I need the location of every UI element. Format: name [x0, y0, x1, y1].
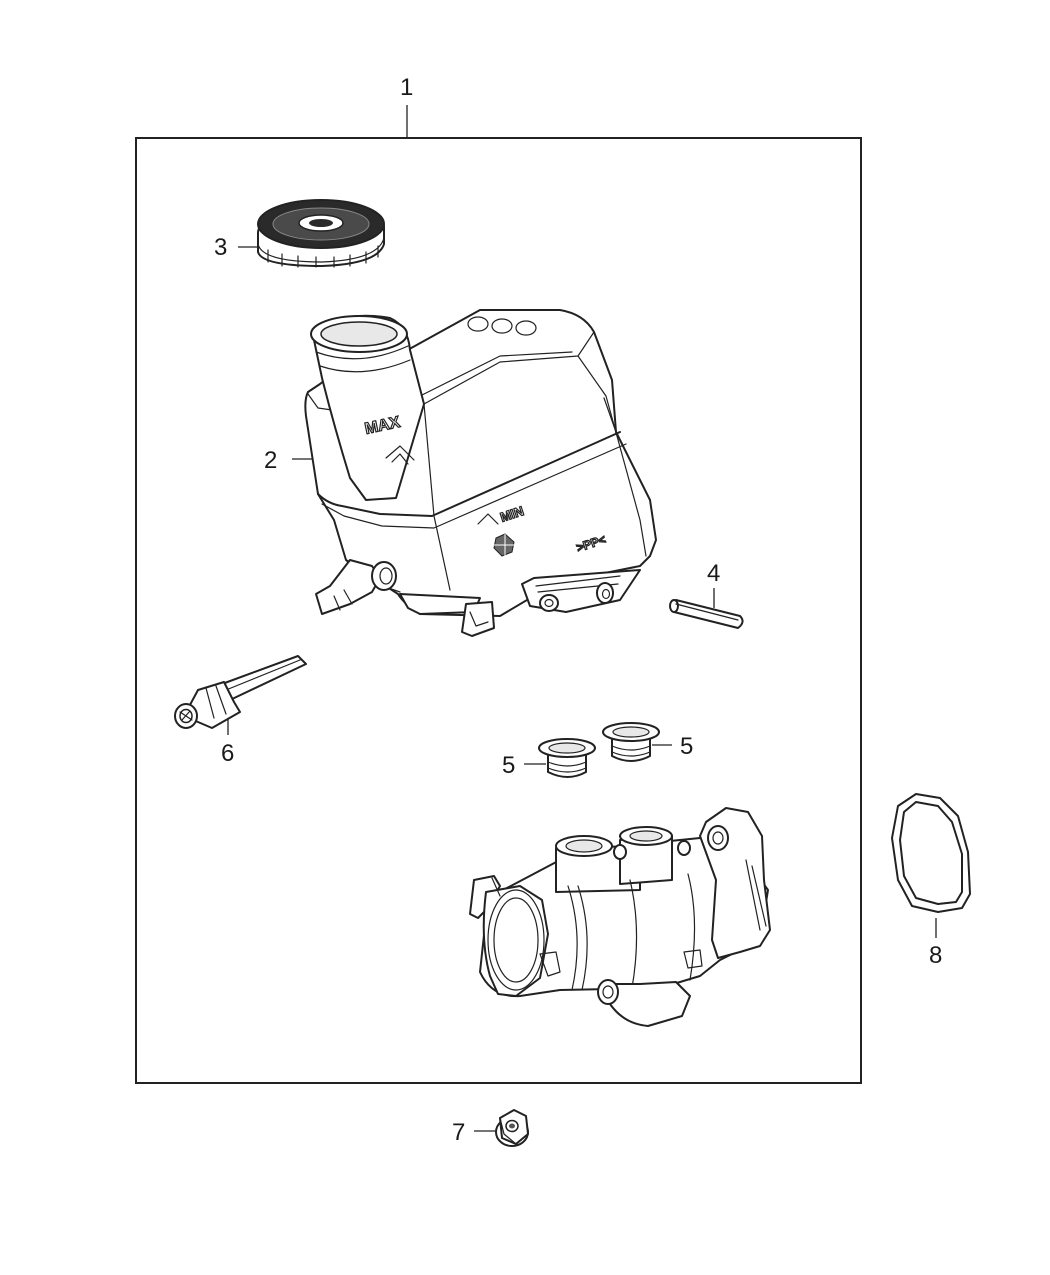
- grommet-right: [602, 722, 660, 762]
- seal-ring: [891, 793, 971, 913]
- assembly-box: [135, 137, 862, 1084]
- callout-3: 3: [214, 234, 228, 261]
- master-cylinder: [469, 807, 771, 1027]
- callout-8: 8: [929, 942, 943, 969]
- callout-5-right: 5: [680, 733, 694, 760]
- roll-pin: [669, 599, 744, 629]
- brand-emblem: [493, 533, 515, 557]
- callout-7: 7: [452, 1119, 466, 1146]
- callout-5-left: 5: [502, 752, 516, 779]
- callout-1: 1: [400, 74, 414, 101]
- reservoir: MAX MIN >PP<: [304, 309, 657, 637]
- callout-6: 6: [221, 740, 235, 767]
- callout-2: 2: [264, 447, 278, 474]
- reservoir-cap: [257, 199, 385, 268]
- grommet-left: [538, 738, 596, 778]
- flange-nut: [495, 1109, 529, 1147]
- callout-4: 4: [707, 560, 721, 587]
- level-sensor: [174, 655, 307, 729]
